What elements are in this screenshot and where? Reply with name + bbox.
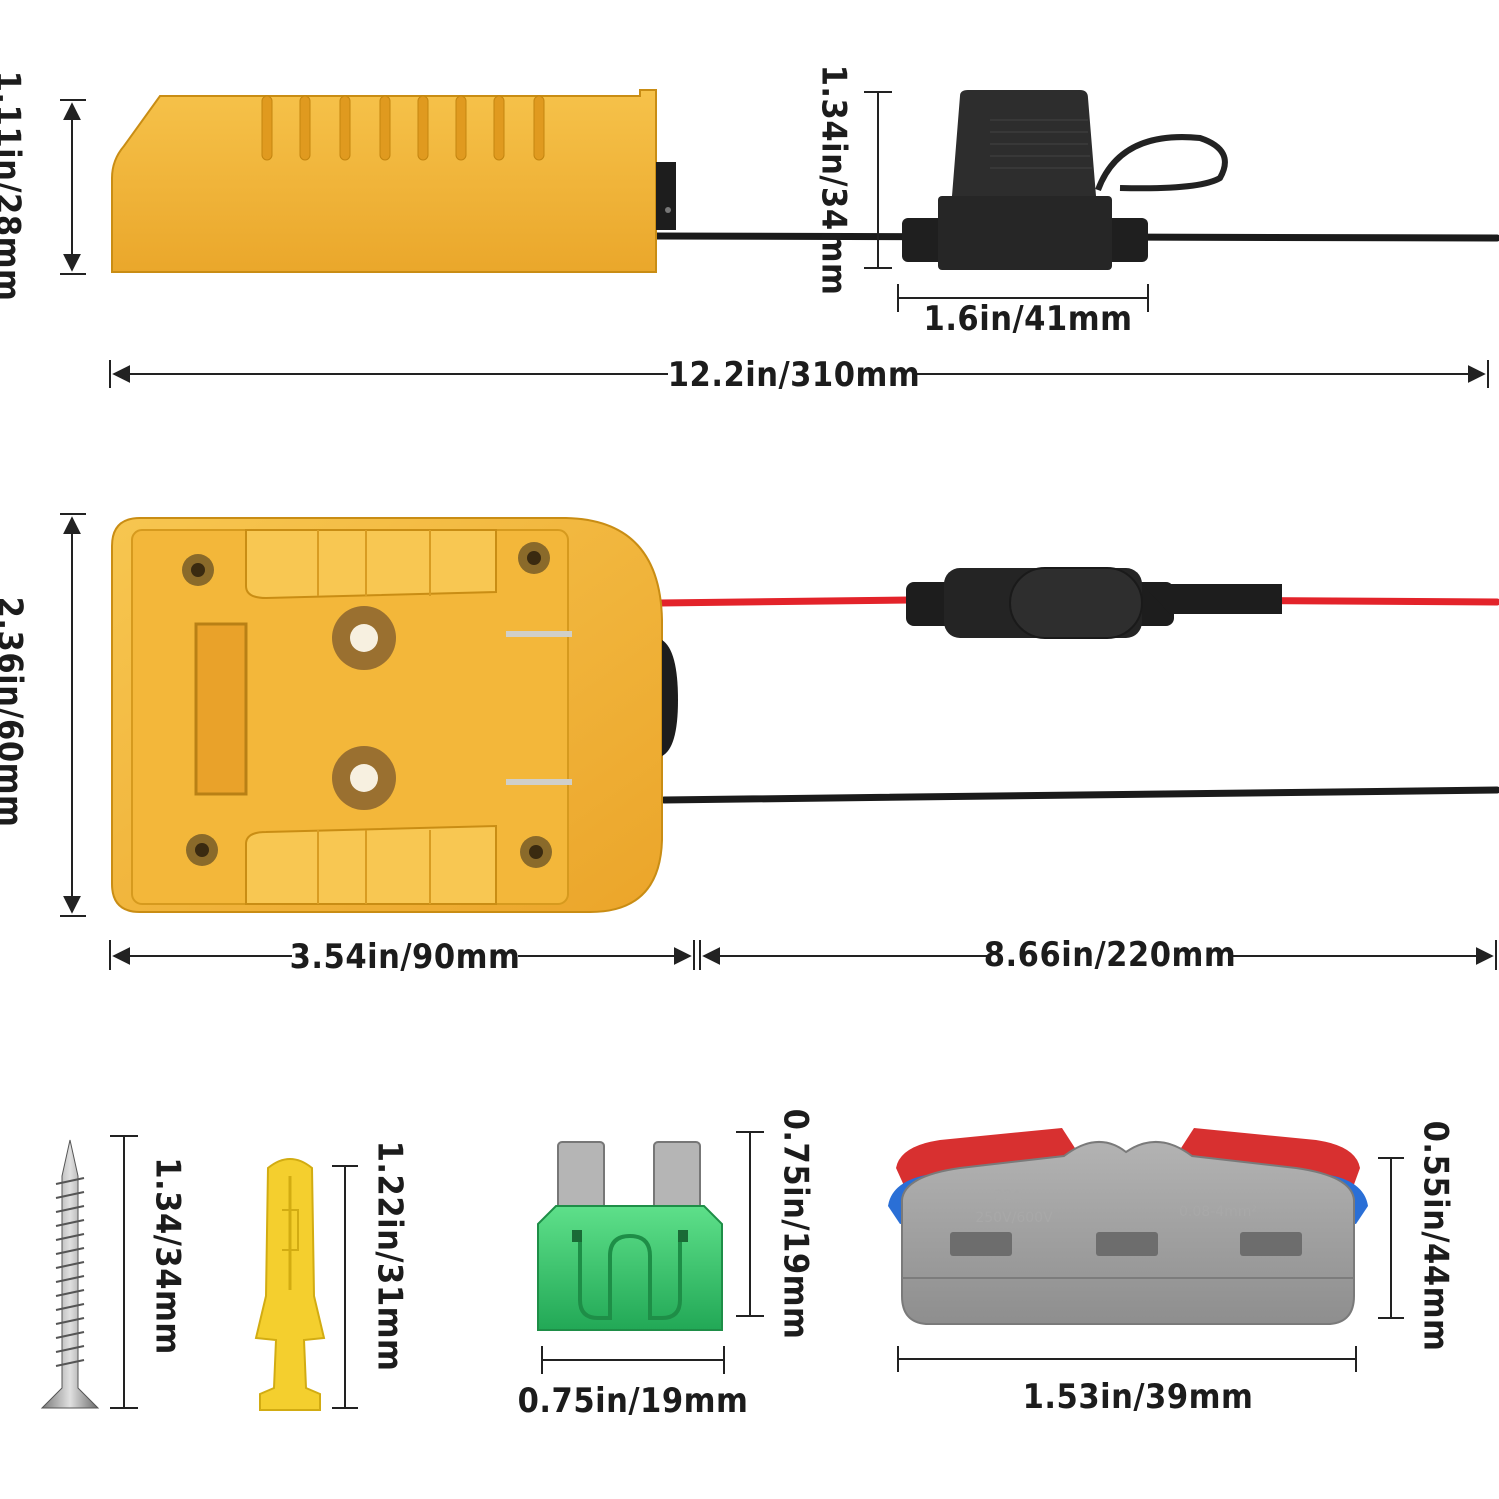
dim-label-cable-length: 8.66in/220mm: [984, 935, 1237, 975]
dimension-top-height: 1.11in/28mm: [0, 71, 86, 302]
wall-anchor: [254, 1158, 326, 1411]
dim-label-fuse-height: 0.75in/19mm: [776, 1109, 816, 1340]
dim-label-adapter-height: 2.36in/60mm: [0, 597, 30, 828]
adapter-screws: [182, 542, 552, 868]
lever-connector: 32A 250V/600V 0.08-4mm²: [888, 1128, 1368, 1325]
dim-label-adapter-width: 3.54in/90mm: [290, 937, 521, 977]
dim-label-connector-width: 1.53in/39mm: [1023, 1377, 1254, 1417]
dimension-screw-length: 1.34/34mm: [110, 1135, 188, 1409]
adapter-ribs: [261, 95, 545, 161]
dim-label-fuse-holder-height: 1.34in/34mm: [814, 65, 854, 296]
power-switch-side: [656, 162, 676, 230]
adapter-top-view: [111, 517, 1499, 913]
dimension-fuse-holder-height: 1.34in/34mm: [814, 65, 892, 296]
dimension-total-length: 12.2in/310mm: [109, 355, 1489, 395]
adapter-rails: [245, 529, 497, 905]
cable-black-top: [660, 786, 1499, 804]
dimension-anchor-length: 1.22in/31mm: [332, 1141, 410, 1409]
dimension-connector-width: 1.53in/39mm: [897, 1346, 1357, 1417]
dim-label-connector-height: 0.55in/44mm: [1416, 1121, 1456, 1352]
adapter-slot: [194, 622, 248, 796]
dimension-adapter-width: 3.54in/90mm: [109, 937, 695, 977]
adapter-mount-holes: [332, 606, 396, 810]
connector-wire-range: 0.08-4mm²: [1179, 1204, 1257, 1220]
dimension-connector-height: 0.55in/44mm: [1378, 1121, 1456, 1352]
dim-label-anchor-length: 1.22in/31mm: [370, 1141, 410, 1372]
screw: [40, 1139, 100, 1409]
dim-label-screw-length: 1.34/34mm: [148, 1157, 188, 1354]
adapter-side-view: [111, 89, 1499, 273]
inline-fuse-holder: [906, 567, 1282, 639]
dimension-adapter-height: 2.36in/60mm: [0, 513, 86, 917]
connector-rating-amps: 32A: [994, 1188, 1022, 1204]
dim-label-fuse-holder-width: 1.6in/41mm: [924, 299, 1133, 339]
dimension-cable-length: 8.66in/220mm: [699, 935, 1497, 975]
power-switch-top: [662, 640, 678, 756]
cable-red-left: [656, 596, 914, 607]
dimension-fuse-width: 0.75in/19mm: [518, 1346, 749, 1421]
dimension-fuse-holder-width: 1.6in/41mm: [897, 284, 1149, 339]
dim-label-top-height: 1.11in/28mm: [0, 71, 28, 302]
fuse-holder-side: [902, 90, 1228, 270]
blade-fuse: [537, 1141, 723, 1331]
connector-rating-volts: 250V/600V: [975, 1210, 1053, 1226]
adapter-body-side: [111, 89, 657, 273]
dim-label-total-length: 12.2in/310mm: [668, 355, 921, 395]
dimension-fuse-height: 0.75in/19mm: [736, 1109, 816, 1340]
dim-label-fuse-width: 0.75in/19mm: [518, 1381, 749, 1421]
